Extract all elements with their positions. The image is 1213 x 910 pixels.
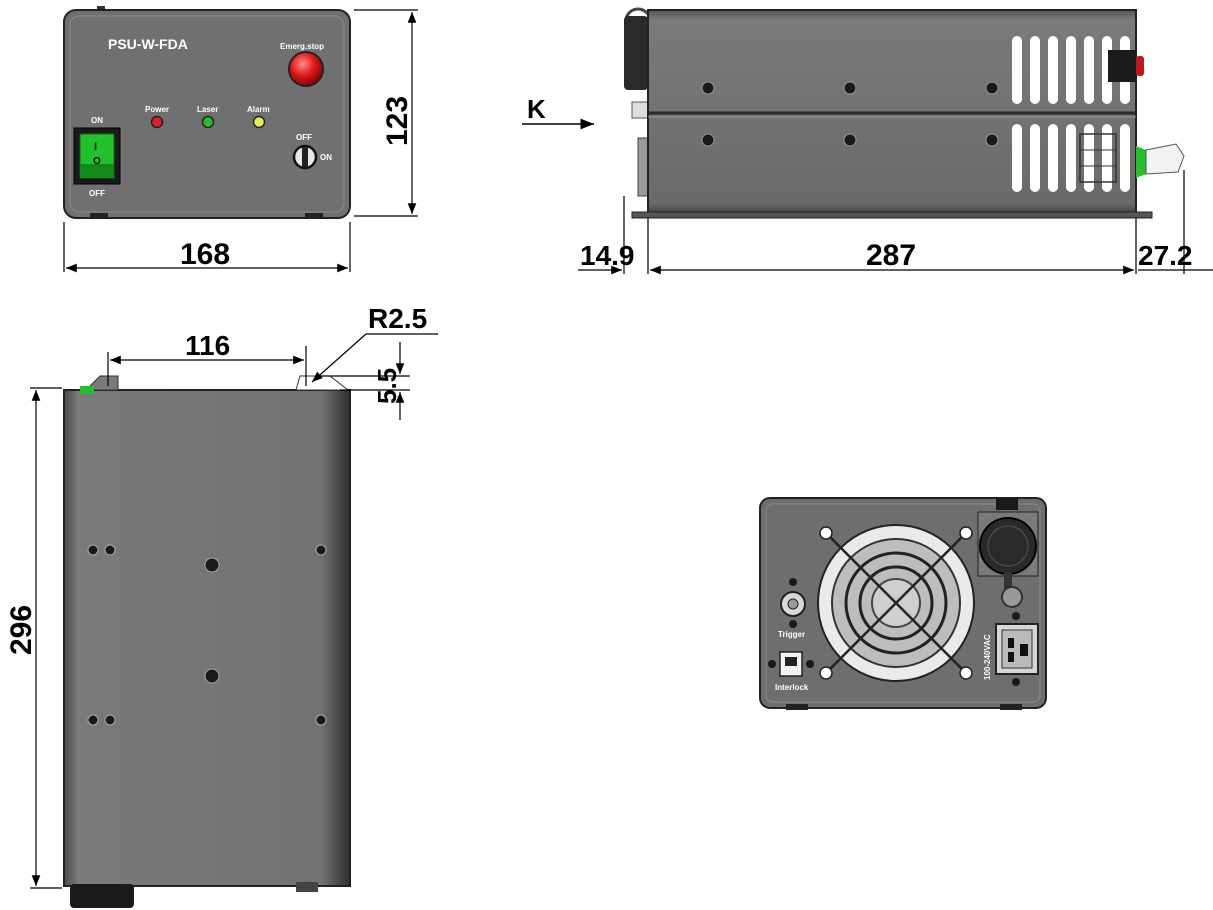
dim-side-left-offset: 14.9 xyxy=(580,240,635,271)
key-on-label: ON xyxy=(320,153,332,162)
top-panel-body xyxy=(63,389,351,887)
front-panel-body xyxy=(63,9,351,219)
indicator-power-label: Power xyxy=(145,105,169,114)
front-view: PSU-W-FDA Emerg.stop ON I O OFF Power La… xyxy=(63,6,418,273)
trigger-label: Trigger xyxy=(778,630,805,639)
top-view: 116 R2.5 5.5 296 xyxy=(5,303,438,908)
dim-edge-offset: 5.5 xyxy=(372,368,402,404)
switch-mark-off: O xyxy=(93,156,101,167)
dim-top-hole-spacing: 116 xyxy=(185,330,230,361)
dim-top-depth: 296 xyxy=(5,605,38,655)
power-switch-off-label: OFF xyxy=(89,189,105,198)
dim-side-right-offset: 27.2 xyxy=(1138,240,1193,271)
key-off-label: OFF xyxy=(296,133,312,142)
dim-front-height: 123 xyxy=(381,96,414,146)
fan-grille xyxy=(817,524,975,682)
led-alarm xyxy=(252,115,266,129)
indicator-laser-label: Laser xyxy=(197,105,218,114)
model-label: PSU-W-FDA xyxy=(108,36,188,52)
dim-side-length: 287 xyxy=(866,239,916,272)
side-view: K 14.9 287 27.2 xyxy=(522,7,1213,275)
interlock-label: Interlock xyxy=(775,683,809,692)
indicator-alarm-label: Alarm xyxy=(247,105,270,114)
emergency-stop-label: Emerg.stop xyxy=(280,42,324,51)
side-screws xyxy=(701,81,999,147)
switch-mark-on: I xyxy=(94,141,97,153)
led-laser xyxy=(201,115,215,129)
rear-view: Trigger Interlock 100-240VAC xyxy=(759,497,1047,710)
voltage-label: 100-240VAC xyxy=(983,634,992,680)
dim-front-width: 168 xyxy=(180,238,230,271)
led-power xyxy=(150,115,164,129)
view-marker-k: K xyxy=(527,94,546,124)
vent-slots-lower xyxy=(1012,124,1130,192)
power-switch-on-label: ON xyxy=(91,116,103,125)
emergency-stop-button[interactable] xyxy=(288,51,324,87)
top-screws xyxy=(87,544,327,726)
dim-corner-radius: R2.5 xyxy=(368,303,427,334)
